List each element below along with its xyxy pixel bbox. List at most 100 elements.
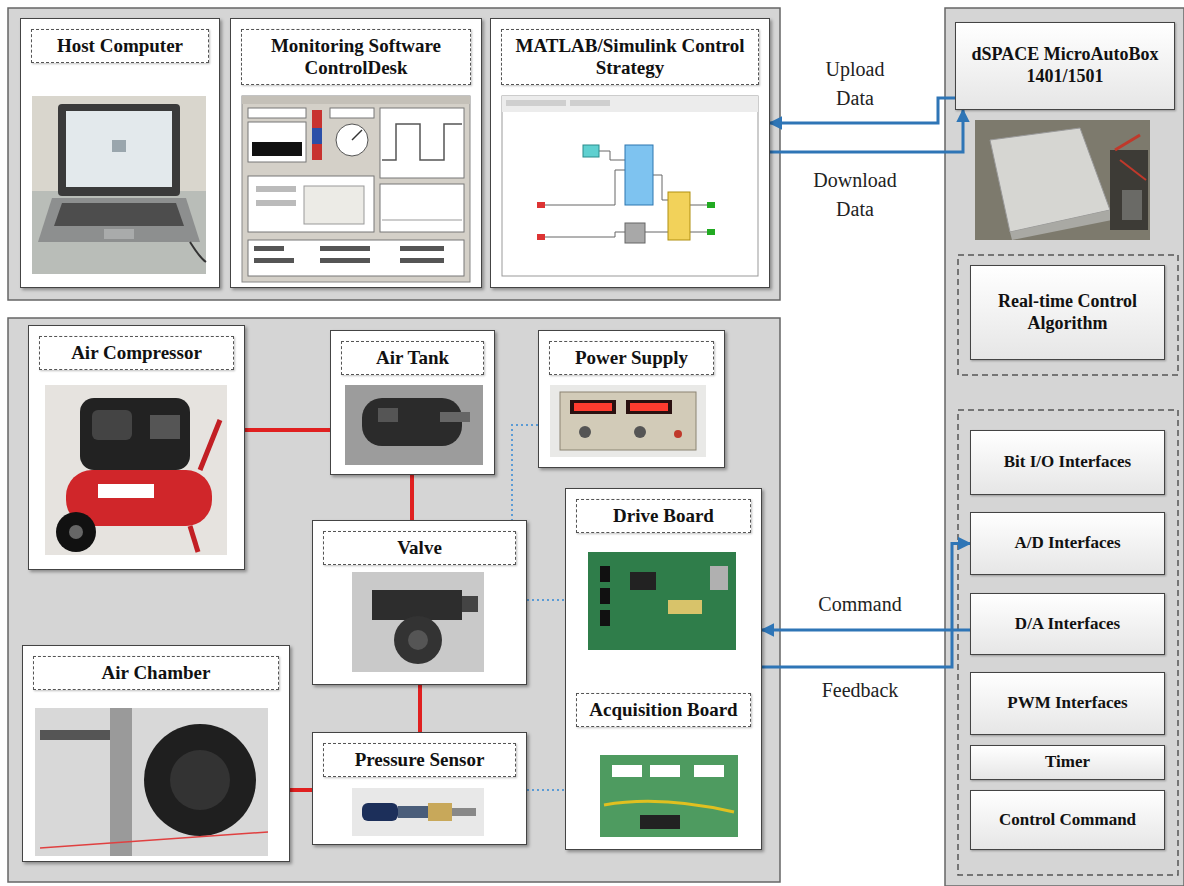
panel-title: Air Chamber bbox=[33, 656, 279, 690]
signal-wire bbox=[512, 425, 538, 520]
signal-wire bbox=[527, 599, 565, 601]
laptop-photo bbox=[58, 104, 180, 196]
microautobox-photo bbox=[1110, 150, 1148, 230]
simulink-model bbox=[570, 100, 610, 106]
microautobox-photo bbox=[975, 120, 1150, 240]
controldesk-screenshot bbox=[400, 246, 444, 251]
air-chamber-photo bbox=[40, 730, 110, 740]
air-compressor-photo bbox=[80, 398, 190, 470]
panel-title: Drive Board bbox=[576, 499, 751, 533]
timer-box: Timer bbox=[970, 745, 1165, 780]
pressure-sensor-photo bbox=[362, 803, 398, 821]
controldesk-screenshot bbox=[248, 240, 464, 276]
controldesk-screenshot bbox=[304, 186, 364, 224]
panel-title: Host Computer bbox=[31, 29, 209, 63]
group-panel bbox=[8, 318, 780, 882]
simulink-model bbox=[583, 145, 599, 157]
valve-photo bbox=[408, 630, 428, 650]
valve-panel: Valve bbox=[312, 520, 527, 685]
controldesk-screenshot bbox=[336, 124, 368, 156]
power-supply-photo bbox=[579, 426, 591, 438]
controldesk-screenshot bbox=[330, 108, 374, 118]
laptop-photo bbox=[32, 96, 206, 274]
valve-photo bbox=[352, 572, 484, 672]
simulink-model bbox=[625, 145, 653, 205]
dashed-group bbox=[958, 410, 1178, 875]
dashed-group bbox=[958, 255, 1178, 875]
controldesk-screenshot bbox=[248, 176, 374, 232]
panel-fill bbox=[565, 488, 762, 850]
panel-title: Monitoring Software ControlDesk bbox=[241, 29, 471, 85]
simulink-model bbox=[645, 232, 668, 233]
interface-box: PWM Interfaces bbox=[970, 672, 1165, 735]
group-panel bbox=[945, 8, 1184, 886]
arrow-label: Upload Data bbox=[812, 55, 898, 113]
panel-title: Acquisition Board bbox=[576, 693, 751, 727]
air-compressor-photo bbox=[45, 385, 227, 555]
simulink-model bbox=[599, 151, 625, 160]
panel-title: Air Compressor bbox=[39, 336, 234, 370]
air-pipe bbox=[245, 428, 330, 432]
air-pipe bbox=[410, 475, 414, 520]
air-compressor-photo bbox=[98, 484, 154, 498]
controldesk-screenshot bbox=[380, 184, 464, 232]
simulink-model bbox=[545, 232, 625, 237]
interface-box: D/A Interfaces bbox=[970, 593, 1165, 655]
signal-wire bbox=[527, 789, 565, 791]
simulink-model bbox=[625, 223, 645, 243]
interface-box: A/D Interfaces bbox=[970, 512, 1165, 575]
data-arrow bbox=[762, 544, 970, 668]
simulink-model bbox=[668, 192, 690, 240]
air-chamber-photo bbox=[35, 708, 268, 856]
air-chamber-photo bbox=[110, 708, 132, 856]
controldesk-screenshot bbox=[382, 124, 462, 160]
group-panel bbox=[8, 8, 780, 300]
laptop-photo bbox=[190, 242, 206, 262]
laptop-photo bbox=[32, 96, 206, 274]
power-supply-photo bbox=[674, 430, 682, 438]
microautobox-photo bbox=[1120, 160, 1146, 180]
panel-title: Power Supply bbox=[549, 341, 714, 375]
air-chamber-photo bbox=[35, 708, 268, 856]
controldesk-screenshot bbox=[320, 258, 370, 263]
power-supply-photo bbox=[574, 403, 612, 411]
box-label: PWM Interfaces bbox=[1001, 691, 1133, 715]
controldesk-screenshot bbox=[380, 108, 464, 178]
microautobox-photo bbox=[1122, 190, 1142, 220]
power-supply-photo bbox=[626, 400, 672, 414]
air-chamber-photo bbox=[144, 724, 256, 836]
drive-board-photo bbox=[588, 552, 736, 650]
board-panel: Drive BoardAcquisition Board bbox=[565, 488, 762, 850]
controldesk-screenshot bbox=[252, 142, 302, 156]
algorithm-box: Real-time Control Algorithm bbox=[970, 265, 1165, 360]
acquisition-board-photo bbox=[612, 765, 642, 777]
compressor-panel: Air Compressor bbox=[28, 325, 245, 570]
air-compressor-photo bbox=[56, 512, 96, 552]
acquisition-board-photo bbox=[640, 815, 680, 829]
laptop-photo bbox=[38, 198, 200, 242]
air-compressor-photo bbox=[69, 525, 83, 539]
panel-fill bbox=[20, 18, 220, 288]
group-panel bbox=[8, 8, 1184, 886]
valve-photo bbox=[372, 590, 462, 620]
box-label: Bit I/O Interfaces bbox=[998, 450, 1137, 474]
simulink-model bbox=[537, 234, 545, 240]
dashed-group bbox=[958, 255, 1178, 375]
valve-photo bbox=[352, 572, 484, 672]
interface-box: Bit I/O Interfaces bbox=[970, 430, 1165, 495]
controldesk-screenshot bbox=[242, 96, 470, 104]
acquisition-board-photo bbox=[650, 765, 680, 777]
simulink-model bbox=[506, 100, 566, 106]
panel-title: MATLAB/Simulink Control Strategy bbox=[501, 29, 759, 85]
air-tank-photo bbox=[345, 385, 483, 465]
power-supply-photo bbox=[570, 400, 616, 414]
panel-fill bbox=[28, 325, 245, 570]
host-computer-panel: Host Computer bbox=[20, 18, 220, 288]
acquisition-board-photo bbox=[604, 801, 734, 812]
panel-fill bbox=[312, 732, 527, 845]
data-arrow bbox=[762, 629, 970, 632]
microautobox-photo bbox=[1010, 210, 1112, 240]
drive-board-photo bbox=[600, 566, 610, 582]
laptop-photo bbox=[112, 140, 126, 152]
